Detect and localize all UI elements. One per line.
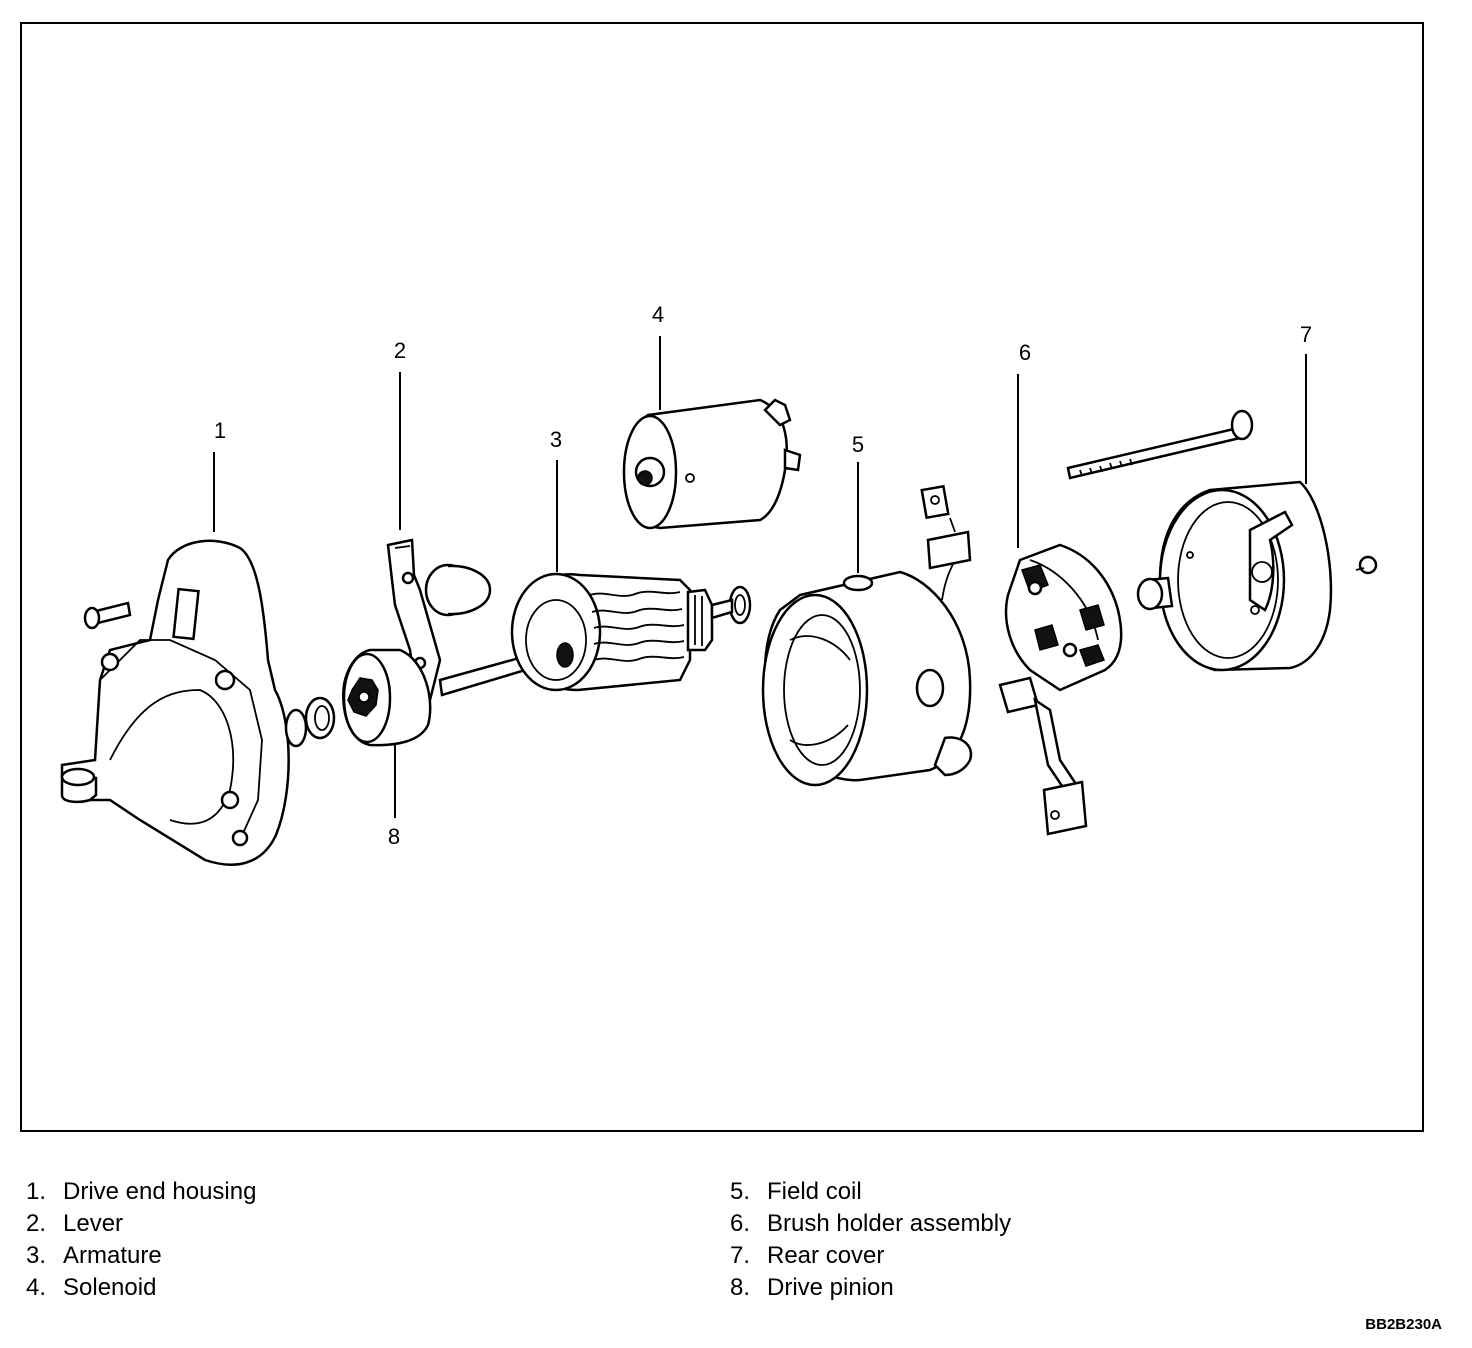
- legend-label: Field coil: [767, 1178, 862, 1205]
- solenoid: [622, 398, 802, 530]
- legend-item: 1. Drive end housing: [26, 1176, 256, 1208]
- legend-right-column: 5. Field coil 6. Brush holder assembly 7. R…: [730, 1176, 1011, 1304]
- callout-6: 6: [1019, 340, 1031, 365]
- rear-screw: [1355, 555, 1378, 575]
- rear-cover: [1136, 480, 1378, 672]
- legend-number: 5.: [730, 1178, 751, 1205]
- callout-3: 3: [550, 427, 562, 452]
- legend-number: 7.: [730, 1242, 751, 1269]
- through-bolt: [1066, 409, 1254, 480]
- legend-label: Brush holder assembly: [767, 1210, 1012, 1237]
- legend-number: 1.: [26, 1178, 47, 1205]
- legend-number: 4.: [26, 1274, 47, 1301]
- callout-numbers: 1 2 3 4 5 6 7 8: [214, 302, 1312, 849]
- legend-label: Solenoid: [63, 1274, 157, 1301]
- legend-label: Drive end housing: [63, 1178, 257, 1205]
- legend-item: 8. Drive pinion: [730, 1272, 1011, 1304]
- diagram-frame: [20, 22, 1424, 1132]
- callout-1: 1: [214, 418, 226, 443]
- legend-label: Drive pinion: [767, 1274, 894, 1301]
- legend-label: Rear cover: [767, 1242, 885, 1269]
- callout-5: 5: [852, 432, 864, 457]
- field-coil: [761, 484, 973, 787]
- legend-number: 8.: [730, 1274, 751, 1301]
- legend-item: 2. Lever: [26, 1208, 256, 1240]
- legend-item: 3. Armature: [26, 1240, 256, 1272]
- legend-number: 3.: [26, 1242, 47, 1269]
- legend-left-column: 1. Drive end housing 2. Lever 3. Armature 4…: [26, 1176, 256, 1304]
- legend-item: 6. Brush holder assembly: [730, 1208, 1011, 1240]
- housing-bolt: [83, 601, 132, 630]
- callout-2: 2: [394, 338, 406, 363]
- callout-8: 8: [388, 824, 400, 849]
- drive-end-housing: [60, 539, 290, 866]
- brush-holder-assembly: [998, 543, 1123, 836]
- legend-label: Lever: [63, 1210, 124, 1237]
- armature: [438, 572, 752, 697]
- end-cap: [424, 563, 492, 617]
- figure-code: BB2B230A: [1365, 1316, 1442, 1333]
- drive-pinion: [342, 648, 432, 747]
- legend-number: 2.: [26, 1210, 47, 1237]
- legend-item: 4. Solenoid: [26, 1272, 256, 1304]
- legend-item: 5. Field coil: [730, 1176, 1011, 1208]
- callout-4: 4: [652, 302, 664, 327]
- legend-item: 7. Rear cover: [730, 1240, 1011, 1272]
- stop-ring: [284, 696, 336, 748]
- callout-lines: [213, 336, 1307, 818]
- callout-7: 7: [1300, 322, 1312, 347]
- legend-label: Armature: [63, 1242, 162, 1269]
- legend-number: 6.: [730, 1210, 751, 1237]
- rear-bushing: [1136, 576, 1174, 611]
